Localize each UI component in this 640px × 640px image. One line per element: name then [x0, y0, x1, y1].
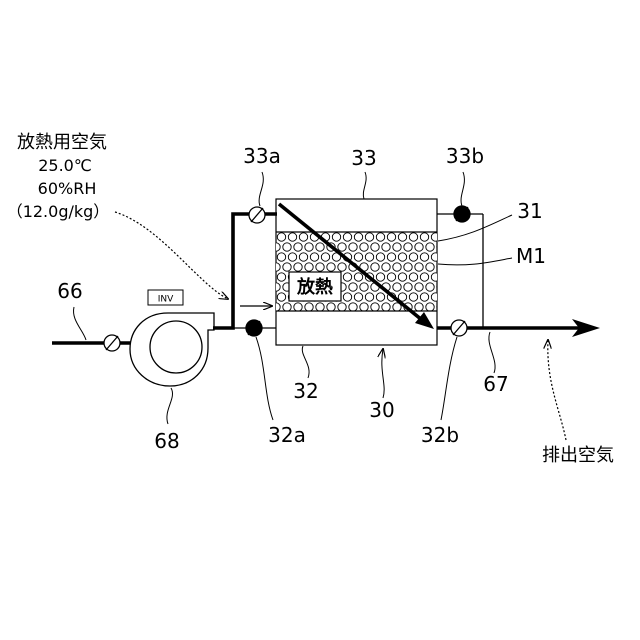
- outlet-air-title: 排出空気: [542, 445, 614, 466]
- inlet-air-temperature: 25.0℃: [38, 156, 92, 175]
- inlet-air-title: 放熱用空気: [17, 132, 107, 153]
- damper-32a-icon: [246, 320, 262, 336]
- label-31: 31: [517, 199, 542, 223]
- label-32: 32: [293, 379, 318, 403]
- label-32a: 32a: [268, 423, 306, 447]
- damper-33a-icon: [249, 207, 265, 223]
- label-68: 68: [154, 429, 179, 453]
- label-66: 66: [57, 279, 82, 303]
- inverter-label: INV: [158, 295, 174, 305]
- label-33b: 33b: [446, 144, 484, 168]
- fan-impeller: [150, 321, 202, 373]
- label-67: 67: [483, 372, 508, 396]
- label-32b: 32b: [421, 423, 459, 447]
- inlet-air-relative-humidity: 60%RH: [38, 179, 97, 198]
- label-m1: M1: [516, 244, 546, 268]
- label-33: 33: [351, 146, 376, 170]
- damper-32b-icon: [451, 320, 467, 336]
- damper-33b-icon: [454, 206, 470, 222]
- inlet-duct-damper-icon: [104, 335, 120, 351]
- label-30: 30: [369, 398, 394, 422]
- inlet-air-absolute-humidity: （12.0g/kg）: [7, 202, 110, 221]
- label-33a: 33a: [243, 144, 281, 168]
- inverter-box: INV: [148, 290, 183, 305]
- heat-release-label: 放熱: [296, 276, 333, 298]
